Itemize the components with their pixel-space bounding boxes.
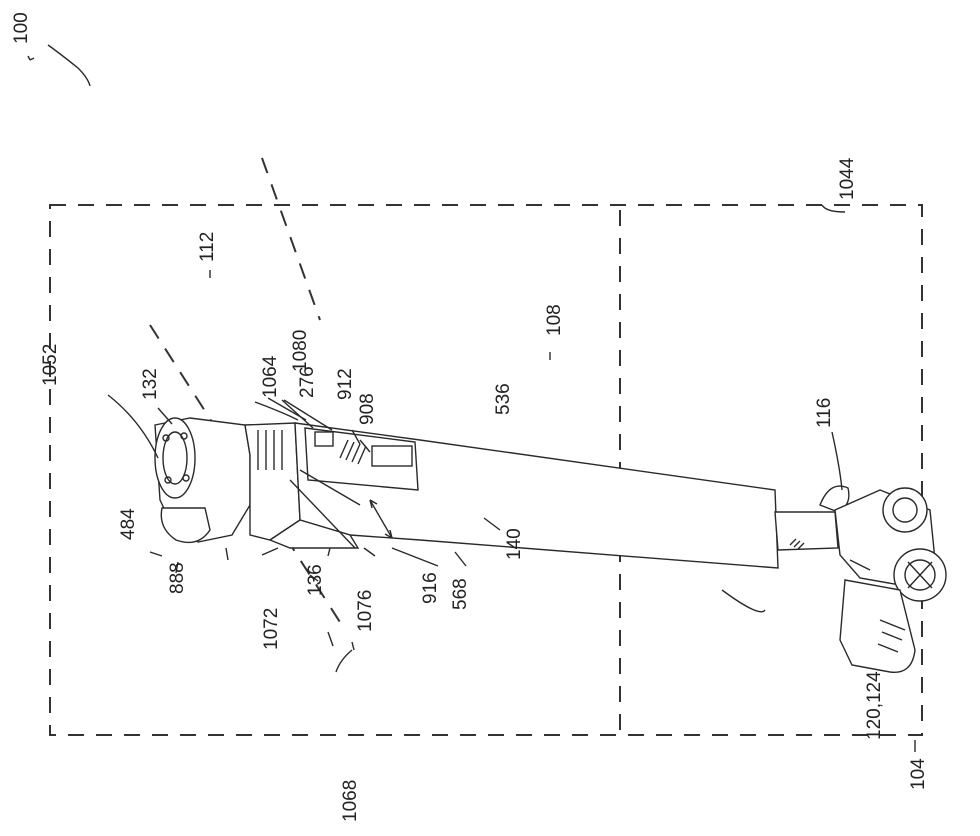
label-136: 136	[305, 564, 326, 596]
label-1052: 1052	[40, 344, 61, 386]
wedge-1072	[268, 519, 360, 549]
wheel-upper	[882, 487, 928, 533]
region-arrows	[27, 55, 551, 360]
upper-arm-536	[294, 422, 779, 569]
reference-numerals: 100 1044 112 1052 132 1064 276 1080 912 …	[11, 12, 929, 822]
label-888: 888	[167, 562, 188, 594]
label-1080: 1080	[290, 330, 311, 372]
label-108: 108	[544, 304, 565, 336]
label-1044: 1044	[837, 157, 858, 200]
label-120-124: 120,124	[864, 671, 885, 740]
label-276: 276	[297, 366, 318, 398]
label-132: 132	[140, 368, 161, 400]
label-912: 912	[335, 368, 356, 400]
label-1072: 1072	[261, 608, 282, 650]
label-484: 484	[118, 508, 139, 540]
label-916: 916	[420, 572, 441, 604]
label-116: 116	[814, 398, 835, 428]
foot-base	[839, 579, 916, 674]
label-104: 104	[908, 758, 929, 790]
end-cap-ring	[162, 431, 188, 485]
label-140: 140	[504, 528, 525, 560]
label-100: 100	[11, 12, 32, 44]
label-536: 536	[493, 383, 514, 415]
leader-lines	[47, 44, 916, 752]
knob-484	[160, 507, 211, 544]
label-568: 568	[450, 578, 471, 610]
label-1064: 1064	[260, 355, 281, 398]
label-1076: 1076	[355, 590, 376, 632]
region-112-diagonal-upper	[261, 157, 321, 321]
device-drawing	[154, 417, 947, 674]
end-cap-132	[154, 417, 196, 499]
neck	[774, 511, 839, 551]
control-panel	[304, 427, 419, 491]
region-1044-boundary	[49, 204, 923, 736]
arrow-916	[369, 499, 393, 539]
label-1068: 1068	[340, 780, 361, 822]
label-112: 112	[197, 232, 218, 262]
label-908: 908	[357, 393, 378, 425]
